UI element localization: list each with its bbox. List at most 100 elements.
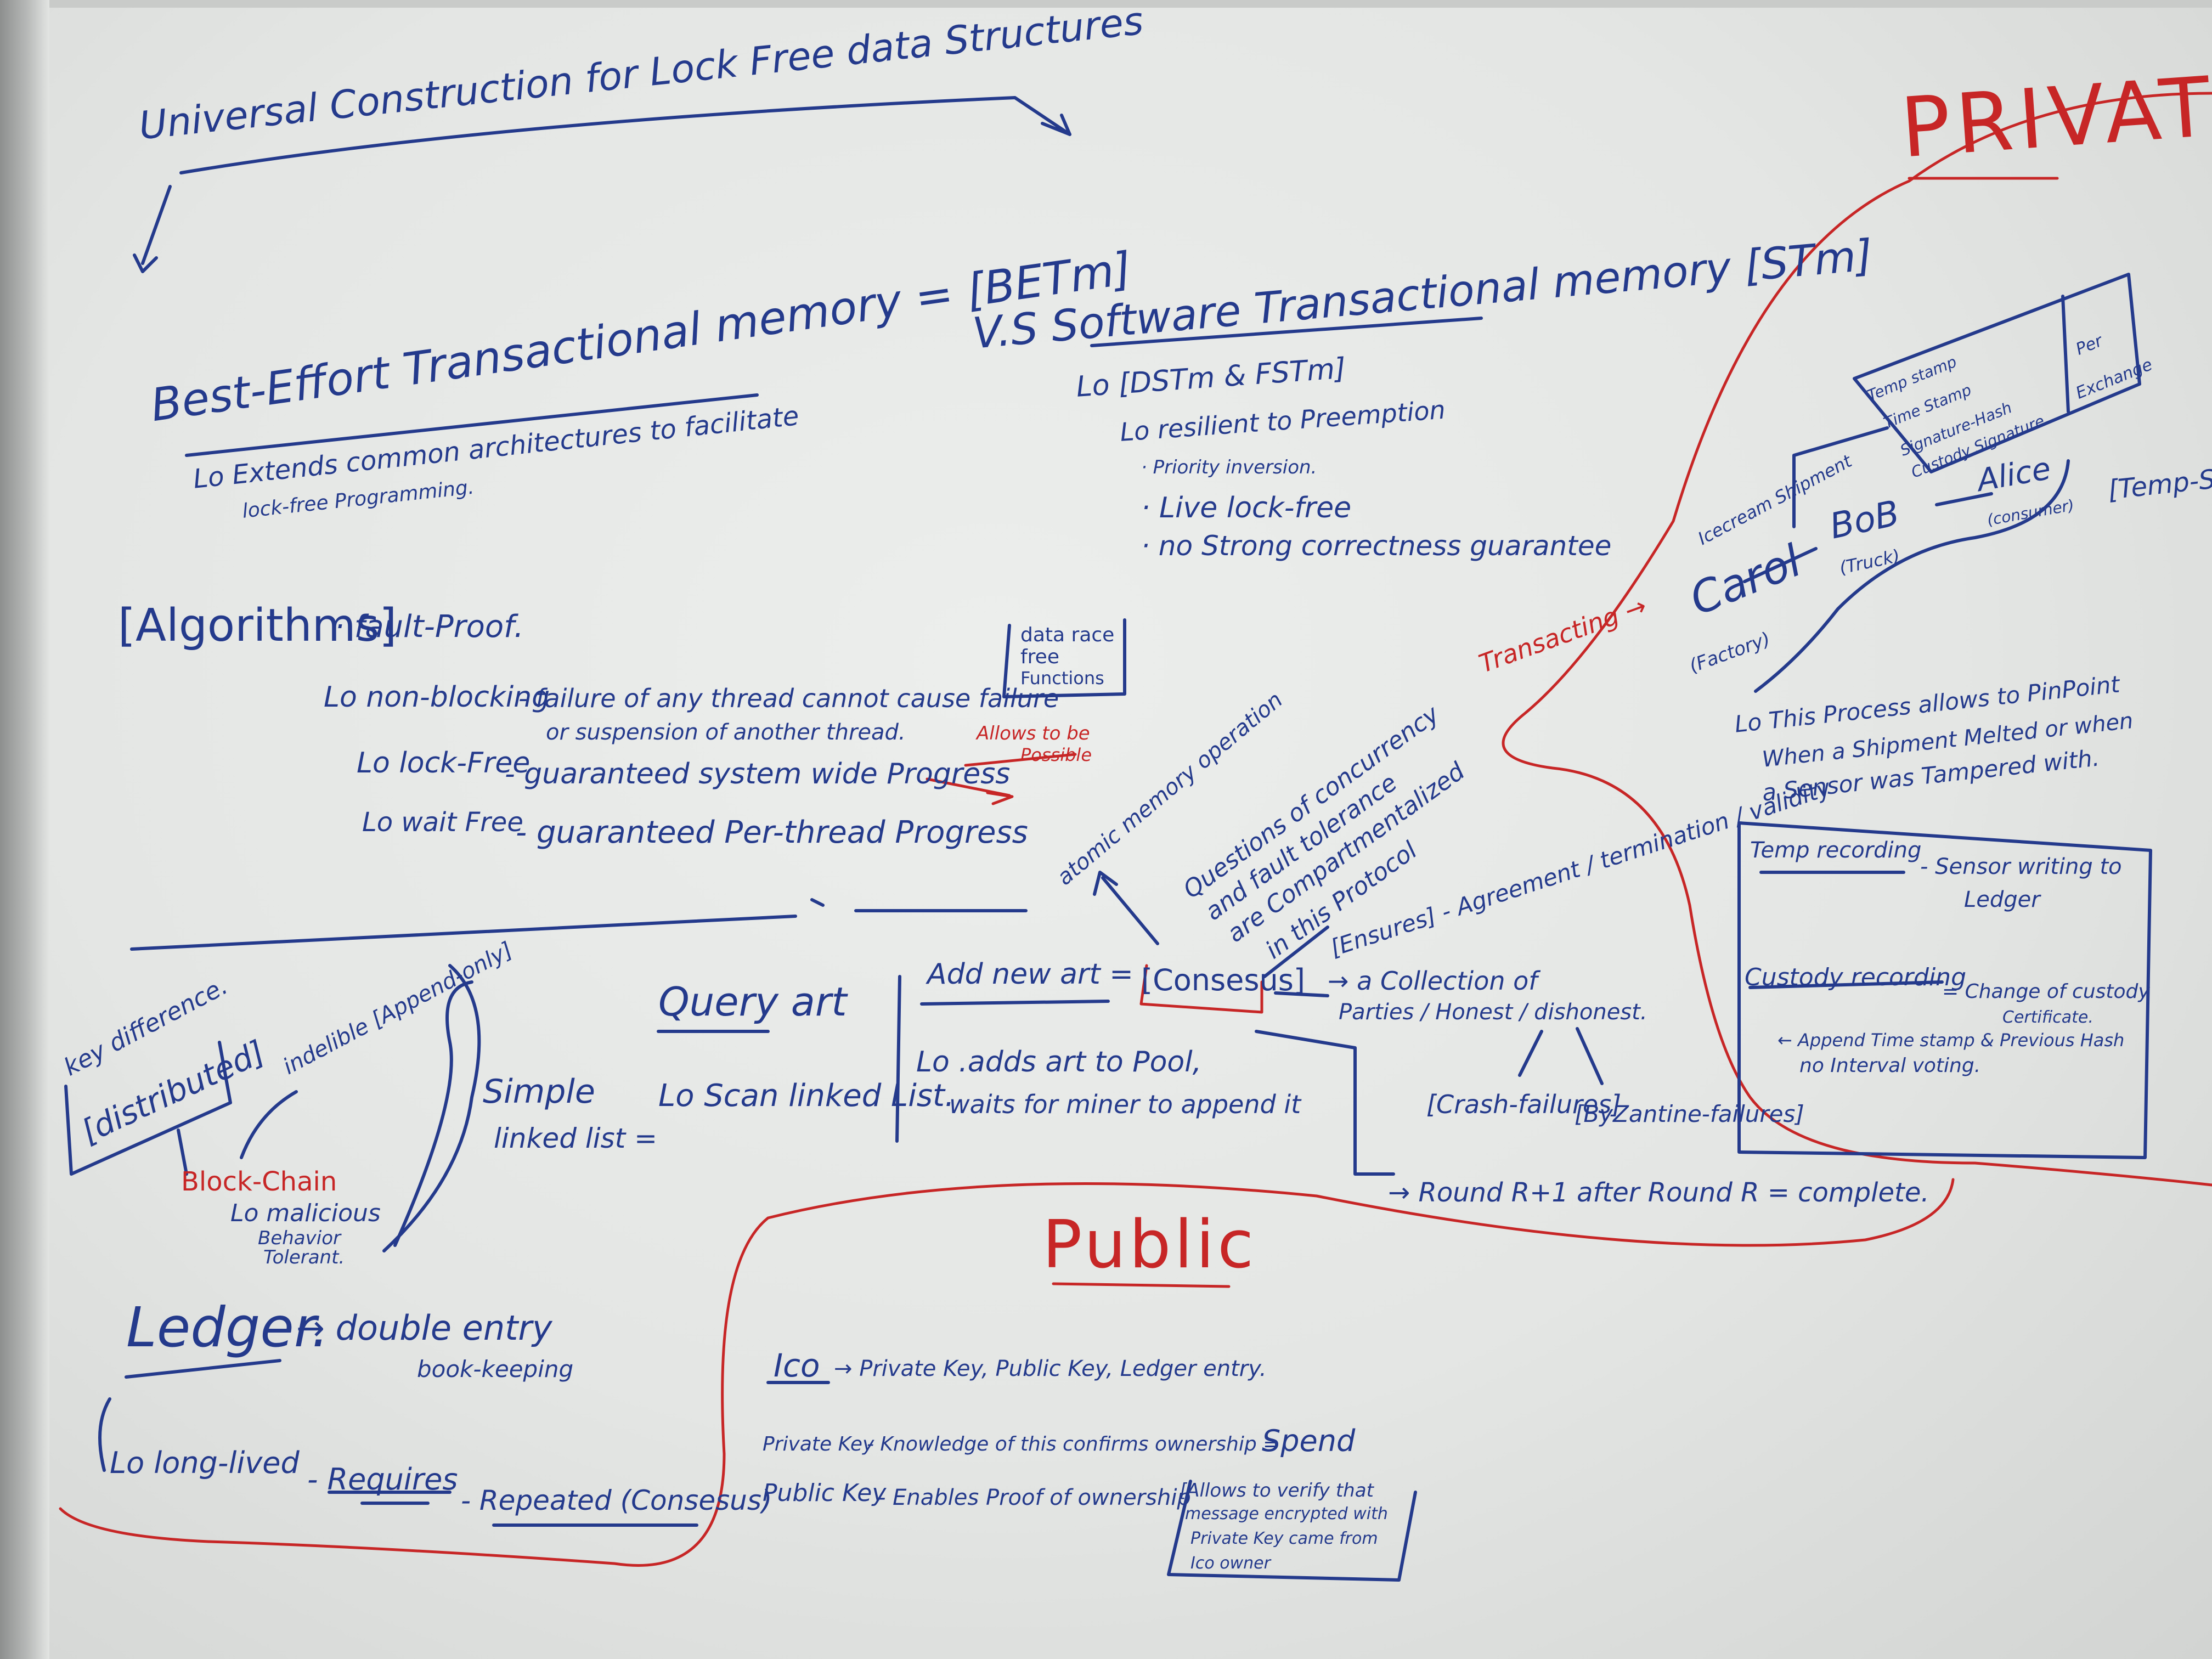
public-key-desc: - Enables Proof of ownership — [878, 1485, 1191, 1510]
query-divider — [895, 975, 901, 1143]
nonblocking-label: Lo non-blocking — [324, 681, 550, 714]
board-top-frame — [0, 0, 2212, 8]
lockfree-label: Lo lock-Free — [357, 747, 531, 780]
consensus-red-bracket — [1139, 964, 1263, 1014]
pubkey-box — [1167, 1480, 1417, 1582]
public-underline — [1052, 1282, 1231, 1288]
data-race-l1: data race — [1020, 624, 1115, 646]
custody-underline — [1748, 980, 1944, 989]
nonblocking-desc: - failure of any thread cannot cause fai… — [518, 684, 1059, 713]
round-arrow — [1255, 1030, 1395, 1176]
atomic-arrow — [1101, 876, 1159, 945]
blockchain-label: Block-Chain — [181, 1166, 337, 1197]
title-arrow-right-head — [1041, 114, 1071, 136]
pubkey-box-l1: [Allows to verify that — [1180, 1480, 1374, 1502]
sensor-box — [1737, 821, 2152, 1159]
allows-arrow2 — [964, 753, 1077, 767]
brace-right — [382, 964, 481, 1252]
title-arrow-down-head — [133, 253, 158, 273]
allows-to-be: Allows to be — [977, 723, 1090, 744]
sensor-ledger: Ledger — [1964, 887, 2040, 912]
waitfree-desc: - guaranteed Per-thread Progress — [516, 815, 1028, 850]
public-heading: Public — [1042, 1207, 1257, 1283]
data-race-l3: Functions — [1020, 668, 1104, 689]
custody-recording: Custody recording — [1745, 963, 1966, 991]
lockfree-desc: - guaranteed system wide Progress — [505, 758, 1011, 791]
icecream-line — [1792, 426, 1889, 528]
stm-line4: · no Strong correctness guarantee — [1141, 530, 1612, 562]
pubkey-box-l4: Ico owner — [1190, 1554, 1271, 1573]
data-race-l2: free — [1020, 646, 1059, 668]
query-title: Query art — [658, 979, 847, 1025]
temp-recording: Temp recording — [1750, 838, 1922, 863]
stamp-box-div — [2061, 295, 2070, 413]
private-heading: PRIVATE — [1898, 55, 2212, 177]
pubkey-box-l3: Private Key came from — [1190, 1529, 1378, 1548]
bc-arrow-indelible — [240, 1090, 298, 1159]
ico-label: Ico — [774, 1347, 820, 1384]
private-key-desc: - Knowledge of this confirms ownership = — [867, 1433, 1280, 1455]
public-boundary — [59, 1178, 1955, 1567]
change-custody: = Change of custody — [1942, 980, 2150, 1003]
section-divider — [130, 898, 1028, 951]
stm-line2: · Priority inversion. — [1141, 456, 1317, 478]
ledger-underline — [125, 1359, 281, 1379]
crash-failures: [Crash-failures] — [1426, 1090, 1622, 1119]
append-timestamp: ← Append Time stamp & Previous Hash — [1778, 1030, 2125, 1051]
betm-underline — [185, 393, 759, 457]
long-lived: Lo long-lived — [110, 1446, 300, 1480]
adds-art: Lo .adds art to Pool, — [916, 1046, 1202, 1079]
change-certificate: Certificate. — [2002, 1008, 2094, 1027]
title-arrow-down — [141, 185, 172, 265]
linked-list-label: linked list = — [494, 1122, 658, 1154]
crash-arrow — [1518, 1030, 1543, 1077]
ensures-arrow — [1263, 926, 1329, 978]
waitfree-label: Lo wait Free — [362, 807, 523, 838]
atomic-arrow-head — [1093, 871, 1118, 896]
ico-desc: → Private Key, Public Key, Ledger entry. — [834, 1356, 1267, 1381]
sensor-writing: - Sensor writing to — [1920, 854, 2122, 879]
scan-linked-list: Lo Scan linked List. — [658, 1078, 955, 1114]
requires-label: - Requires — [307, 1462, 458, 1497]
spend-label: Spend — [1262, 1424, 1356, 1458]
private-key-label: Private Key — [763, 1433, 874, 1455]
brace-left — [393, 980, 473, 1247]
stm-line3: · Live lock-free — [1141, 492, 1352, 524]
byz-arrow — [1576, 1027, 1604, 1085]
collection-l2: Parties / Honest / dishonest. — [1339, 1000, 1647, 1025]
round-text: → Round R+1 after Round R = complete. — [1388, 1177, 1929, 1208]
byzantine-failures: [ByZantine-failures] — [1575, 1101, 1804, 1127]
public-key-label: Public Key — [763, 1479, 887, 1507]
title-arrow-right — [179, 96, 1071, 174]
tolerant-label: Tolerant. — [263, 1246, 345, 1268]
behavior-label: Behavior — [258, 1227, 341, 1249]
add-art-underline — [920, 1000, 1110, 1006]
carol-arrow — [1743, 547, 1818, 583]
data-race-box — [1002, 618, 1126, 698]
distributed-box — [64, 1041, 232, 1176]
bc-arrow-up — [177, 1128, 188, 1176]
nonblocking-desc2: or suspension of another thread. — [546, 720, 906, 745]
bob-arrow — [1935, 492, 1993, 506]
pubkey-box-l2: message encrypted with — [1185, 1504, 1388, 1523]
flow-loop — [1754, 459, 2070, 693]
requires-underline — [328, 1491, 452, 1505]
consensus-label: [Consesus] — [1141, 963, 1305, 997]
waits-miner: waits for miner to append it — [949, 1090, 1301, 1119]
add-new-art: Add new art = — [927, 958, 1133, 991]
allows-arrow-head — [986, 791, 1014, 805]
collection-l1: → a Collection of — [1328, 966, 1538, 996]
algorithms-label: [Algorithms] — [118, 600, 397, 652]
stamp-box — [1853, 273, 2141, 473]
malicious-label: Lo malicious — [230, 1199, 381, 1227]
repeated-consensus: - Repeated (Consesus) — [461, 1485, 772, 1516]
fault-proof: · fault-Proof. — [335, 609, 524, 645]
stm-underline — [1090, 317, 1483, 347]
simple-label: Simple — [483, 1073, 595, 1111]
ledger-bracket — [98, 1397, 111, 1472]
allows-possible: Possible — [1020, 744, 1092, 765]
no-interval: no Interval voting. — [1799, 1054, 1981, 1077]
board-left-frame — [0, 0, 49, 1659]
